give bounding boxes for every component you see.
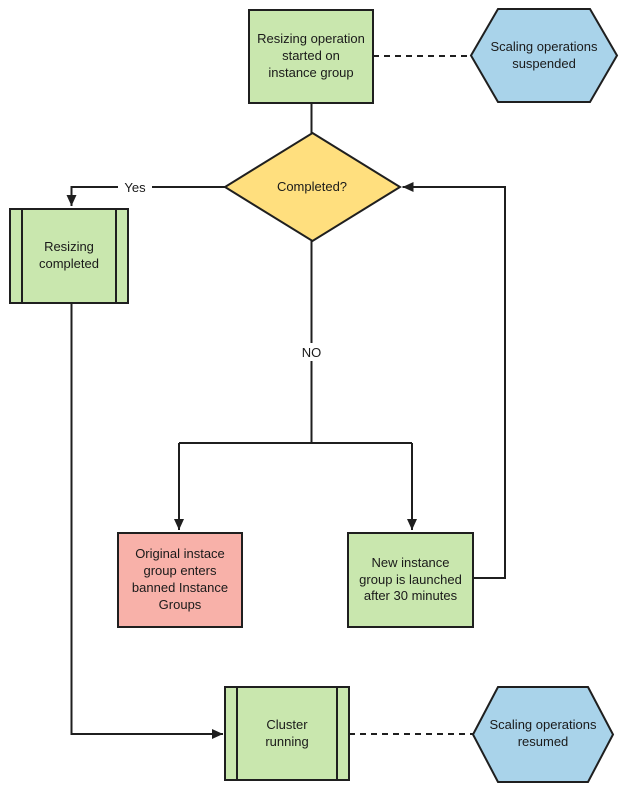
connector-done-to-cluster <box>70 303 223 739</box>
connector-yes <box>66 186 225 206</box>
node-resumed-shape <box>471 686 615 783</box>
node-banned-shape <box>117 532 243 628</box>
node-new-group-shape <box>347 532 474 628</box>
node-resize-done-shape <box>9 208 129 304</box>
node-cluster-shape <box>224 686 350 781</box>
node-completed-shape <box>223 131 402 243</box>
node-suspended-shape <box>469 8 619 103</box>
connector-loop-to-decision <box>402 182 506 579</box>
node-resize-start-shape <box>248 9 374 104</box>
